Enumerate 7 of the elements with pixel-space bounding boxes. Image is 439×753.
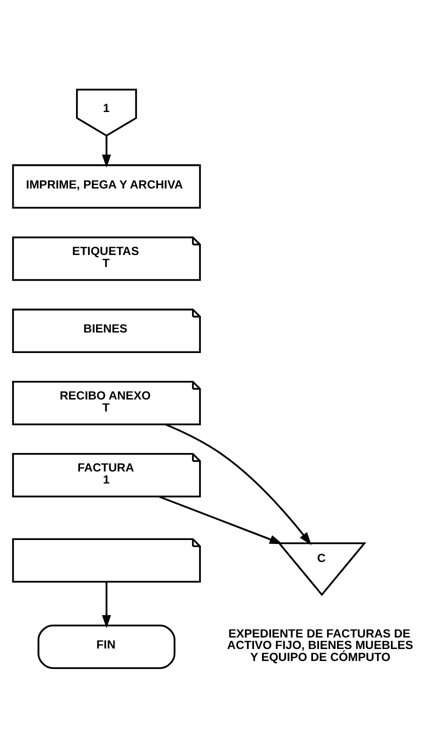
node-box: IMPRIME, PEGA Y ARCHIVA [12,164,201,208]
node-box: FIN [38,624,176,668]
arrow [158,495,283,544]
arrow [102,581,112,628]
arrow [102,135,112,168]
node-label: EXPEDIENTE DE FACTURAS DE ACTIVO FIJO, BIENES MUEBLES Y EQUIPO DE CÓMPUTO [227,626,414,664]
arrow [165,423,312,545]
